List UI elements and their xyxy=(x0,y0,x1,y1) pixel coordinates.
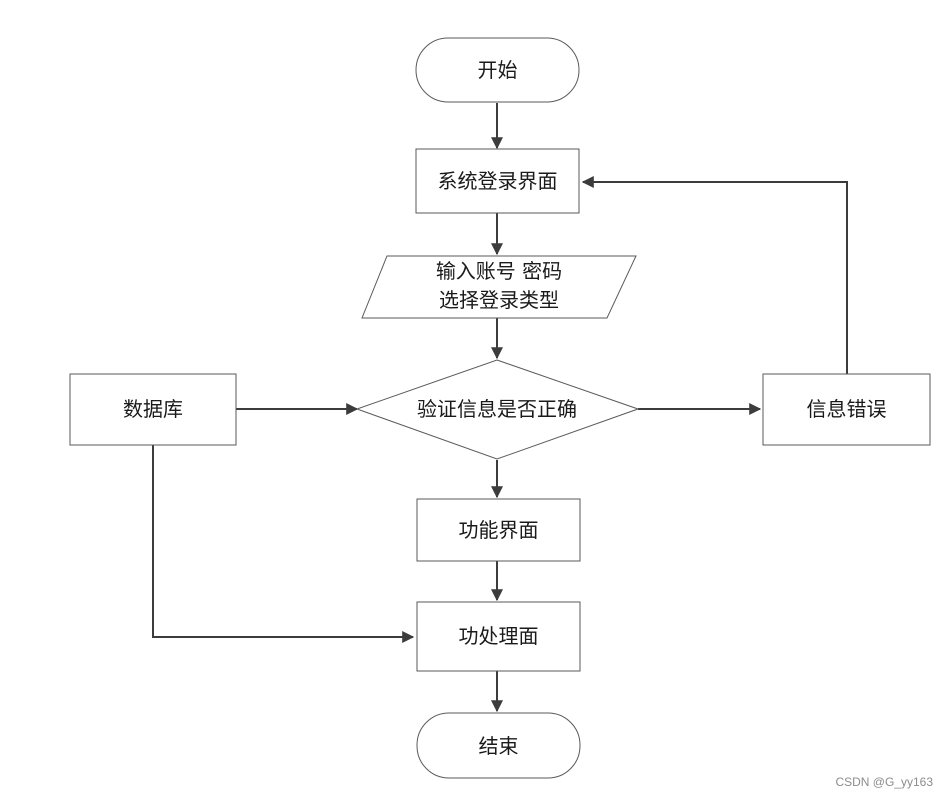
login-page-node: 系统登录界面 xyxy=(415,148,580,214)
input-parallelogram xyxy=(361,255,637,319)
start-terminator-shape xyxy=(415,37,580,103)
error-label: 信息错误 xyxy=(807,397,887,421)
verify-label: 验证信息是否正确 xyxy=(417,397,577,421)
watermark-text: CSDN @G_yy163 xyxy=(835,775,933,789)
database-box xyxy=(69,373,237,446)
input-label-line2: 选择登录类型 xyxy=(439,288,559,312)
process-page-node: 功处理面 xyxy=(416,601,581,672)
function-page-node: 功能界面 xyxy=(416,498,581,562)
process-page-label: 功处理面 xyxy=(459,624,539,648)
process-page-box xyxy=(416,601,581,672)
end-terminator-shape xyxy=(416,712,581,779)
login-page-label: 系统登录界面 xyxy=(438,169,558,193)
start-node: 开始 xyxy=(415,37,580,103)
error-node: 信息错误 xyxy=(762,373,931,446)
function-page-box xyxy=(416,498,581,562)
arrow-error-to-login xyxy=(581,176,848,374)
connectors xyxy=(152,103,848,713)
database-label: 数据库 xyxy=(123,397,183,421)
input-label-line1: 输入账号 密码 xyxy=(436,259,562,283)
end-node: 结束 xyxy=(416,712,581,779)
verify-decision-diamond xyxy=(355,359,640,460)
end-label: 结束 xyxy=(479,734,519,758)
start-label: 开始 xyxy=(478,58,518,82)
error-box xyxy=(762,373,931,446)
verify-node: 验证信息是否正确 xyxy=(355,359,640,460)
arrow-database-to-process xyxy=(152,445,415,643)
database-node: 数据库 xyxy=(69,373,237,446)
input-node: 输入账号 密码 选择登录类型 xyxy=(361,255,637,319)
login-page-box xyxy=(415,148,580,214)
function-page-label: 功能界面 xyxy=(459,518,539,542)
